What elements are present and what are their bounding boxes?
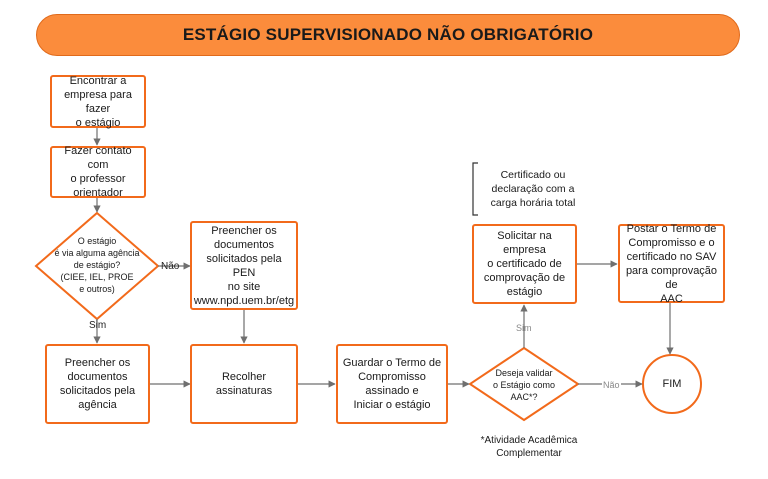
step-guardar-termo: Guardar o Termo de Compromisso assinado … <box>336 344 448 424</box>
step-encontrar-empresa: Encontrar a empresa para fazer o estágio <box>50 75 146 129</box>
decision-agencia-label: O estágio é via alguma agência de estági… <box>54 236 140 294</box>
edge-label-nao-agencia: Não <box>161 261 180 272</box>
decision-aac-label: Deseja validar o Estágio como AAC*? <box>492 368 556 402</box>
step-preencher-agencia: Preencher os documentos solicitados pela… <box>45 344 150 424</box>
annotation-bracket <box>472 162 478 216</box>
step-solicitar-certificado: Solicitar na empresa o certificado de co… <box>472 224 577 304</box>
page-title: ESTÁGIO SUPERVISIONADO NÃO OBRIGATÓRIO <box>182 25 594 44</box>
title-banner: ESTÁGIO SUPERVISIONADO NÃO OBRIGATÓRIO <box>36 14 740 56</box>
step-postar-termo: Postar o Termo de Compromisso e o certif… <box>618 223 725 305</box>
end-label: FIM <box>662 378 682 390</box>
footnote-aac: *Atividade Acadêmica Complementar <box>480 435 578 459</box>
edge-label-sim-aac: Sim <box>516 323 532 333</box>
step-recolher-assinaturas: Recolher assinaturas <box>190 344 298 424</box>
edge-label-nao-aac: Não <box>602 379 621 391</box>
edge-label-sim-agencia: Sim <box>89 320 107 331</box>
certificate-annotation: Certificado ou declaração com a carga ho… <box>490 169 576 209</box>
end-circle <box>642 354 702 414</box>
decision-aac-shape <box>468 346 580 422</box>
step-preencher-pen: Preencher os documentos solicitados pela… <box>190 221 298 310</box>
step-contato-professor: Fazer contato com o professor orientador <box>50 145 146 199</box>
